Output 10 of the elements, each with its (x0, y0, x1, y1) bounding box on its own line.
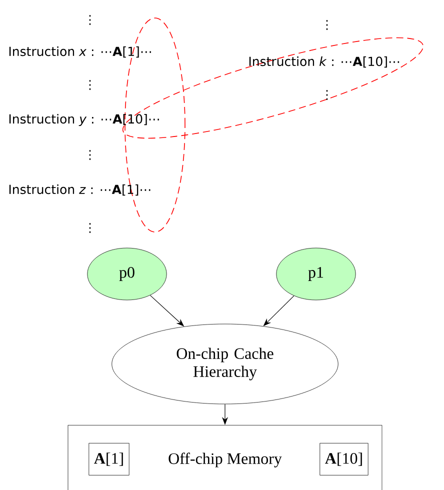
ellipsis: ⋮ (326, 90, 328, 100)
instruction-text: Instruction z : ⋯A[1]⋯ (9, 184, 150, 196)
memory-cell-box: A[10] (320, 443, 368, 476)
instruction-text: Instruction x : ⋯A[1]⋯ (9, 46, 151, 58)
memory-cell-box: A[1] (88, 443, 130, 476)
instruction-text: Instruction k : ⋯A[10]⋯ (249, 56, 400, 68)
ellipsis: ⋮ (89, 150, 91, 160)
ellipsis: ⋮ (89, 15, 91, 25)
ellipsis: ⋮ (89, 223, 91, 233)
ellipsis: ⋮ (89, 80, 91, 90)
